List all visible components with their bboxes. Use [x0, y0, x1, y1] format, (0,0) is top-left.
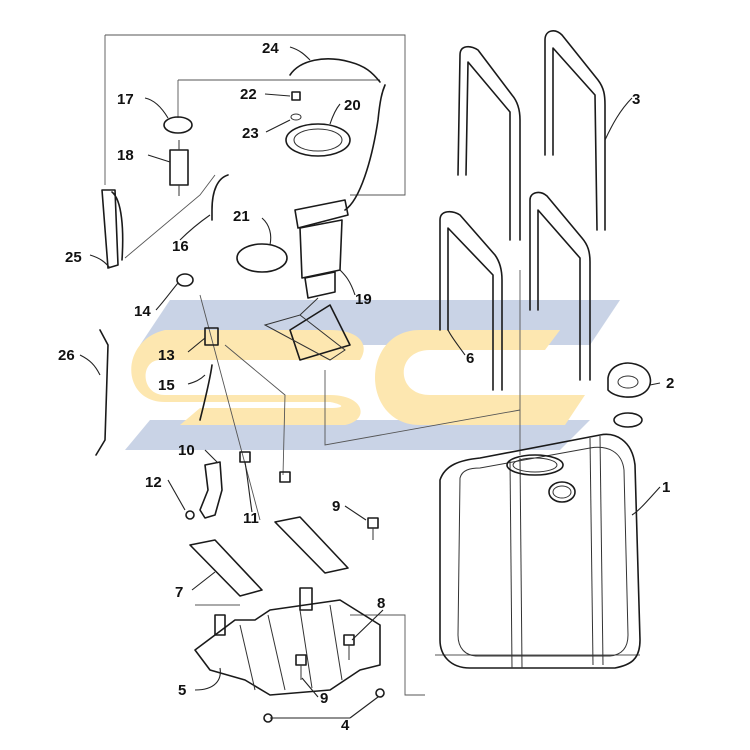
filler-cap [607, 362, 652, 428]
callout-9-lower: 9 [320, 690, 328, 707]
callout-25: 25 [65, 249, 82, 266]
mounting-bracket [194, 587, 381, 696]
watermark-yellow-c [375, 330, 585, 425]
callout-labels: 1 2 3 4 5 6 7 8 9 9 10 11 12 13 14 15 16… [58, 40, 674, 734]
callout-9-upper: 9 [332, 498, 340, 515]
tank-straps-lower [439, 191, 591, 391]
small-bracket [185, 451, 291, 520]
rubber-strips [189, 516, 349, 597]
callout-26: 26 [58, 347, 75, 364]
callout-7: 7 [175, 584, 183, 601]
callout-20: 20 [344, 97, 361, 114]
callout-4: 4 [341, 717, 350, 734]
callout-6: 6 [466, 350, 474, 367]
upper-hose [289, 58, 381, 83]
lower-hose [95, 329, 109, 456]
callout-23: 23 [242, 125, 259, 142]
clamp-and-filter [163, 116, 193, 196]
callout-3: 3 [632, 91, 640, 108]
fasteners [263, 517, 385, 723]
callout-24: 24 [262, 40, 279, 57]
callout-8: 8 [377, 595, 385, 612]
watermark-yellow-s [131, 330, 364, 425]
callout-2: 2 [666, 375, 674, 392]
callout-15: 15 [158, 377, 175, 394]
callout-18: 18 [117, 147, 134, 164]
callout-22: 22 [240, 86, 257, 103]
fuel-pump-assembly [263, 84, 386, 361]
callout-17: 17 [117, 91, 134, 108]
callout-16: 16 [172, 238, 189, 255]
guide-lines [104, 34, 640, 696]
fuel-tank [439, 433, 641, 669]
leader-lines [79, 46, 661, 719]
tank-straps-upper [457, 30, 606, 241]
watermark-blue-band-lower [125, 420, 590, 450]
flange-gasket [285, 123, 351, 157]
return-line-parts [176, 273, 219, 421]
callout-14: 14 [134, 303, 151, 320]
hose-with-fittings [101, 189, 124, 269]
callout-12: 12 [145, 474, 162, 491]
callout-19: 19 [355, 291, 372, 308]
fuel-line [211, 174, 229, 221]
callout-1: 1 [662, 479, 670, 496]
screw-and-washer [290, 91, 302, 121]
callout-13: 13 [158, 347, 175, 364]
callout-11: 11 [243, 510, 259, 527]
callout-5: 5 [178, 682, 186, 699]
watermark-logo [125, 300, 620, 450]
callout-21: 21 [233, 208, 250, 225]
o-ring [236, 243, 288, 273]
callout-10: 10 [178, 442, 195, 459]
